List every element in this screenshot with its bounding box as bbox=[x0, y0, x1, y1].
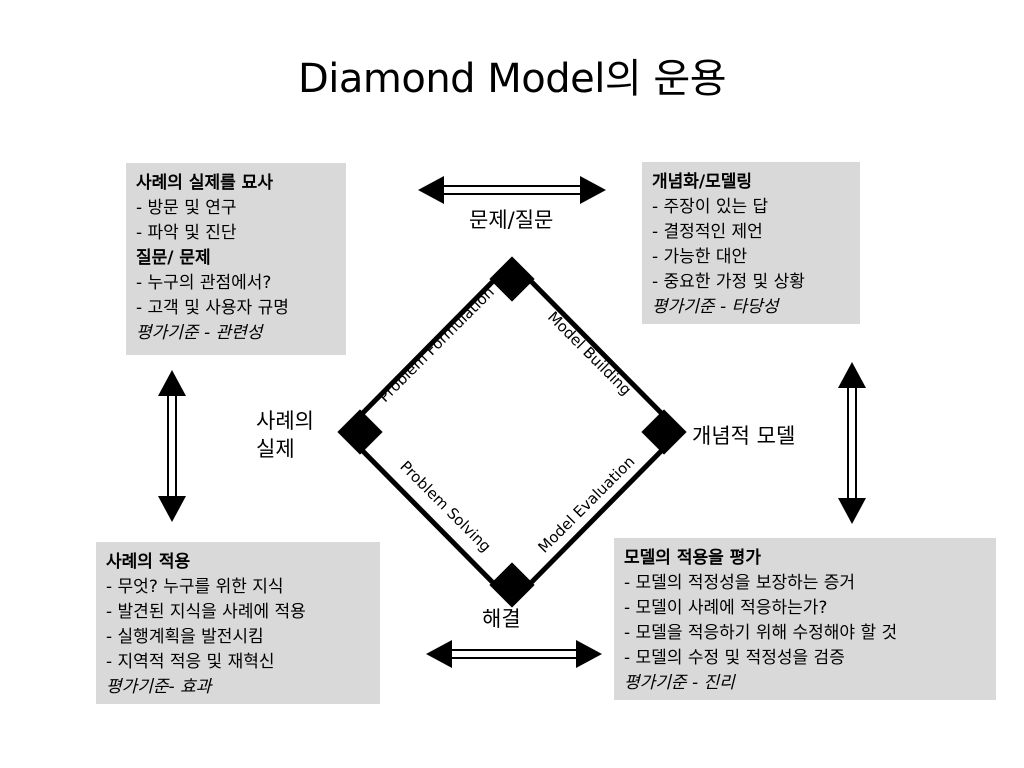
evaluation-criterion: 평가기준 - 진리 bbox=[624, 673, 735, 693]
case-reality-label-line1: 사례의 bbox=[256, 409, 314, 433]
box-bullet: - 가능한 대안 bbox=[652, 247, 748, 267]
box-bullet: - 발견된 지식을 사례에 적용 bbox=[106, 602, 306, 622]
box-bullet: - 모델의 적정성을 보장하는 증거 bbox=[624, 573, 856, 593]
box-bullet: - 주장이 있는 답 bbox=[652, 197, 769, 217]
model-evaluation-box: 모델의 적용을 평가 - 모델의 적정성을 보장하는 증거 - 모델이 사례에 적응… bbox=[614, 538, 996, 700]
diamond-outline bbox=[340, 258, 684, 606]
conceptual-model-label: 개념적 모델 bbox=[692, 424, 796, 448]
right-double-arrow bbox=[838, 362, 866, 524]
problem-question-label: 문제/질문 bbox=[469, 208, 554, 232]
box-heading: 사례의 적용 bbox=[106, 552, 191, 572]
box-bullet: - 중요한 가정 및 상황 bbox=[652, 272, 805, 292]
box-bullet: - 고객 및 사용자 규명 bbox=[136, 298, 289, 318]
box-heading: 모델의 적용을 평가 bbox=[624, 548, 761, 568]
box-bullet: - 누구의 관점에서? bbox=[136, 273, 272, 293]
edge-label-problem-solving: Problem Solving bbox=[396, 457, 494, 555]
box-heading: 사례의 실제를 묘사 bbox=[136, 173, 273, 193]
case-application-box: 사례의 적용 - 무엇? 누구를 위한 지식 - 발견된 지식을 사례에 적용 - 실… bbox=[96, 542, 380, 704]
diamond-corner-right bbox=[641, 409, 687, 455]
box-bullet: - 모델의 수정 및 적정성을 검증 bbox=[624, 648, 845, 668]
box-bullet: - 모델을 적응하기 위해 수정해야 할 것 bbox=[624, 623, 898, 643]
evaluation-criterion: 평가기준 - 관련성 bbox=[136, 323, 263, 343]
conceptual-modeling-box: 개념화/모델링 - 주장이 있는 답 - 결정적인 제언 - 가능한 대안 - 중요한 … bbox=[642, 162, 860, 324]
box-bullet: - 결정적인 제언 bbox=[652, 222, 763, 242]
solution-label: 해결 bbox=[482, 607, 521, 631]
box-heading: 질문/ 문제 bbox=[136, 248, 211, 268]
top-double-arrow bbox=[418, 176, 606, 204]
box-heading: 개념화/모델링 bbox=[652, 172, 753, 192]
box-bullet: - 실행계획을 발전시킴 bbox=[106, 627, 264, 647]
edge-label-model-building: Model Building bbox=[544, 308, 635, 399]
box-bullet: - 파악 및 진단 bbox=[136, 223, 237, 243]
diamond-corner-bottom bbox=[489, 562, 535, 608]
box-bullet: - 방문 및 연구 bbox=[136, 198, 237, 218]
left-double-arrow bbox=[158, 370, 186, 522]
edge-label-problem-formulation: Problem Formulation bbox=[375, 283, 498, 406]
evaluation-criterion: 평가기준- 효과 bbox=[106, 677, 212, 697]
evaluation-criterion: 평가기준 - 타당성 bbox=[652, 297, 779, 317]
box-bullet: - 모델이 사례에 적응하는가? bbox=[624, 598, 828, 618]
bottom-double-arrow bbox=[426, 640, 602, 668]
case-reality-label: 사례의 실제 bbox=[256, 407, 314, 463]
diamond-corner-left bbox=[337, 409, 383, 455]
edge-label-model-evaluation: Model Evaluation bbox=[535, 453, 639, 557]
box-bullet: - 지역적 적응 및 재혁신 bbox=[106, 652, 275, 672]
case-reality-label-line2: 실제 bbox=[256, 437, 295, 461]
box-bullet: - 무엇? 누구를 위한 지식 bbox=[106, 577, 284, 597]
slide-title: Diamond Model의 운용 bbox=[297, 56, 727, 102]
